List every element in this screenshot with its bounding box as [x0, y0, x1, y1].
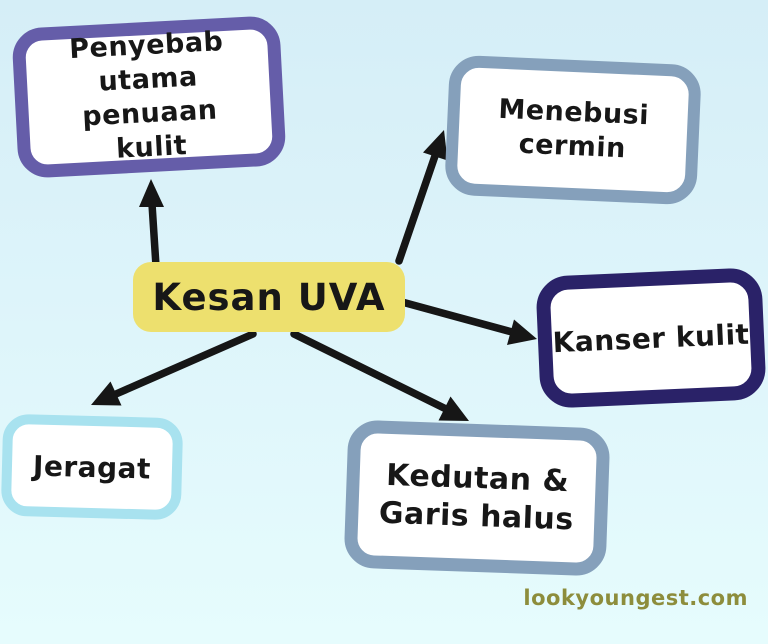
arrow-to-penyebab [139, 179, 164, 270]
node-penyebab-line2: utama penuaan [81, 61, 219, 133]
center-node-kesan-uva: Kesan UVA [133, 262, 405, 332]
node-penyebab-line3: kulit [115, 130, 188, 165]
arrow-to-kedutan [290, 330, 469, 421]
node-kanser-kulit: Kanser kulit [535, 267, 767, 409]
watermark-site-url: lookyoungest.com [523, 586, 748, 610]
center-node-label: Kesan UVA [152, 275, 386, 319]
node-menebusi-cermin: Menebusi cermin [444, 54, 702, 206]
arrow-to-kanser [398, 298, 537, 345]
arrow-to-menebusi [395, 130, 448, 265]
node-kedutan-garis-halus: Kedutan & Garis halus [343, 419, 611, 577]
node-kanser-label: Kanser kulit [551, 317, 751, 359]
node-jeragat: Jeragat [0, 413, 184, 521]
node-penyebab-utama-penuaan-kulit: Penyebab utama penuaan kulit [11, 15, 287, 179]
arrow-to-jeragat [91, 330, 257, 406]
node-kedutan-line1: Kedutan & [385, 457, 570, 500]
node-kedutan-line2: Garis halus [378, 495, 575, 538]
node-menebusi-line2: cermin [518, 128, 627, 165]
node-jeragat-label: Jeragat [32, 448, 152, 486]
